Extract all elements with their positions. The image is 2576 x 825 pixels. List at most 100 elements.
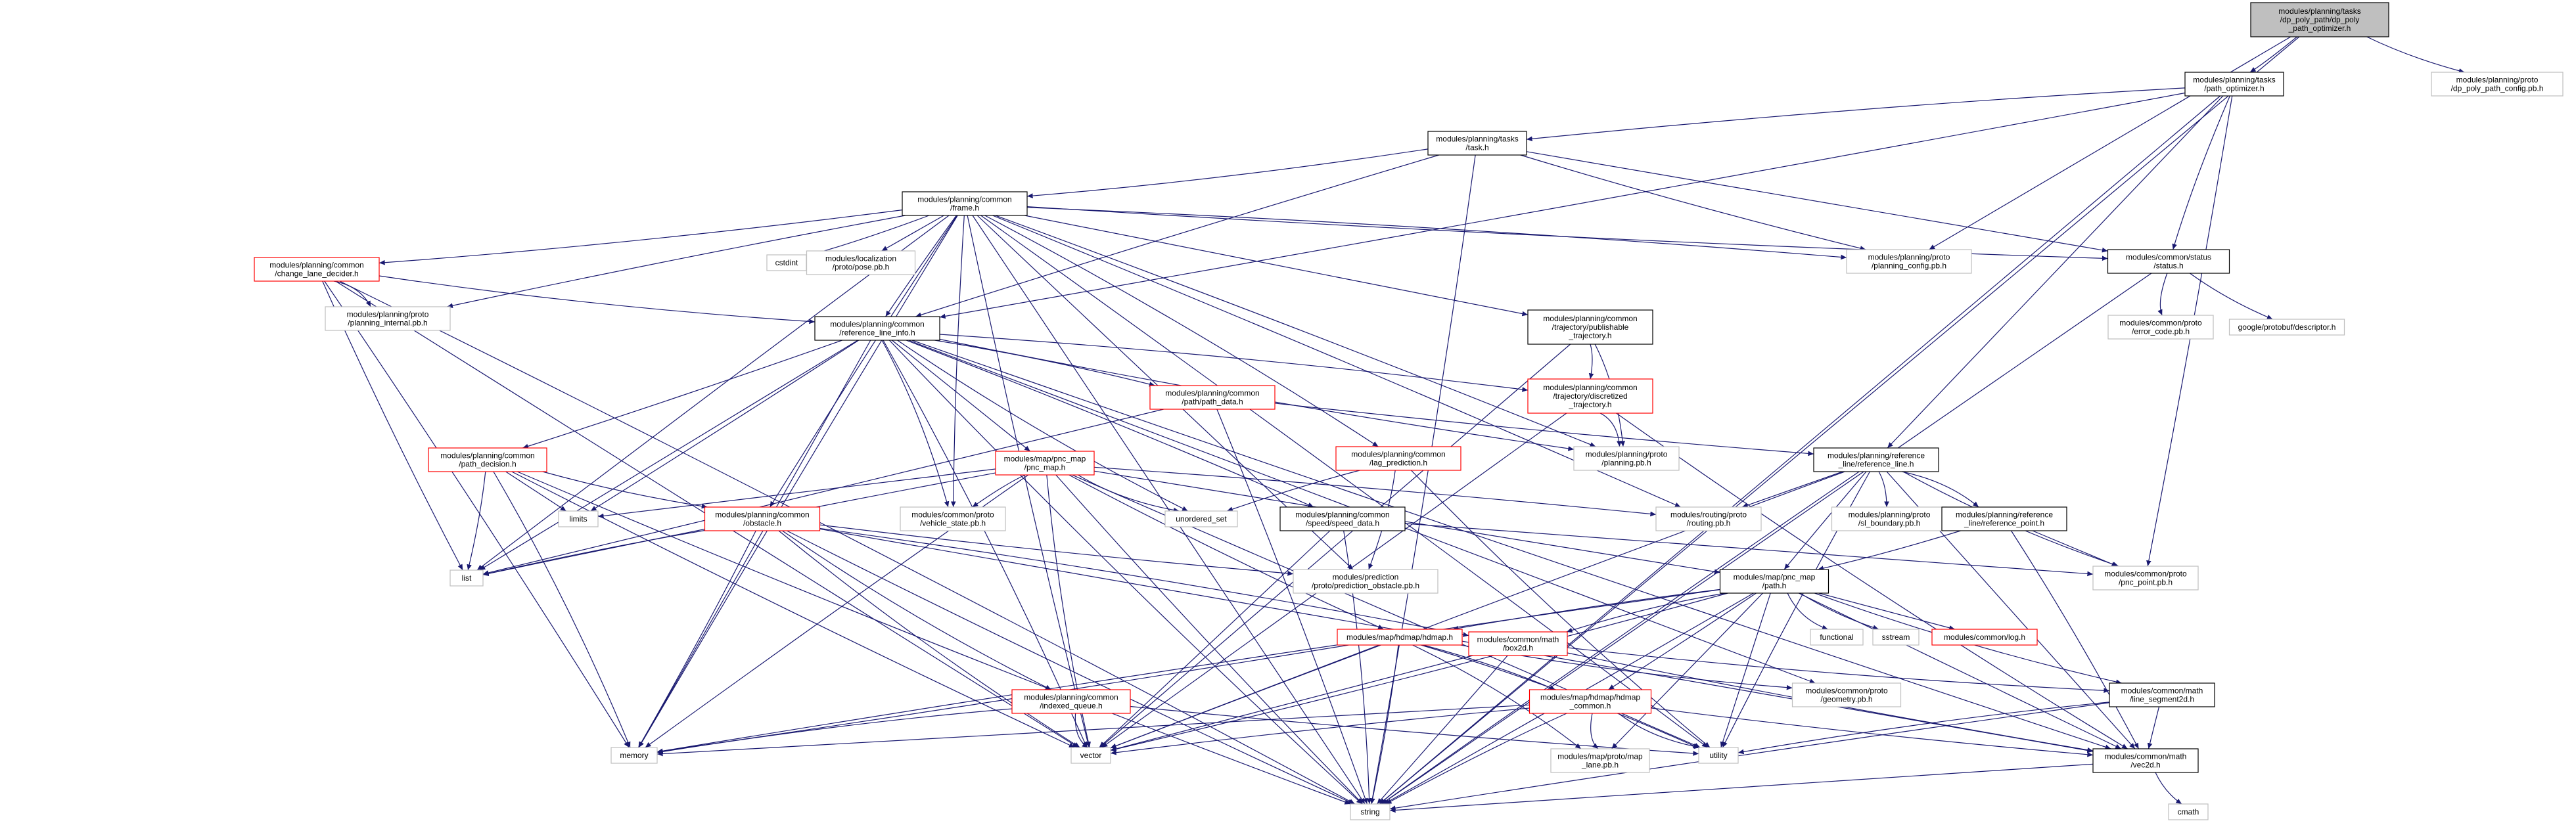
- node-cstdint[interactable]: cstdint: [766, 254, 807, 271]
- node-error-code[interactable]: modules/common/proto/error_code.pb.h: [2107, 315, 2214, 340]
- node-pnc-point[interactable]: modules/common/proto/pnc_point.pb.h: [2092, 566, 2199, 591]
- node-limits[interactable]: limits: [558, 510, 599, 527]
- node-box: [1550, 748, 1650, 773]
- node-lag-prediction[interactable]: modules/planning/common/lag_prediction.h: [1335, 446, 1461, 471]
- nodes-layer: modules/planning/tasks/dp_poly_path/dp_p…: [254, 2, 2564, 820]
- node-label: modules/planning/tasks: [1436, 135, 1518, 144]
- node-label: /obstacle.h: [743, 519, 781, 528]
- node-status[interactable]: modules/common/status/status.h: [2107, 249, 2230, 274]
- dependency-edge: [888, 340, 1363, 805]
- node-label: modules/common/log.h: [1944, 633, 2025, 642]
- edges-layer: [322, 36, 2465, 813]
- node-label: /proto/prediction_obstacle.pb.h: [1312, 581, 1419, 591]
- node-prediction-obstacle[interactable]: modules/prediction/proto/prediction_obst…: [1293, 569, 1438, 594]
- node-label: memory: [620, 751, 648, 760]
- node-vehicle-state[interactable]: modules/common/proto/vehicle_state.pb.h: [900, 506, 1006, 531]
- dependency-edge: [1093, 466, 1657, 517]
- node-label: /proto/pose.pb.h: [833, 263, 890, 272]
- node-hdmap-common[interactable]: modules/map/hdmap/hdmap_common.h: [1529, 689, 1652, 714]
- node-path-data[interactable]: modules/planning/common/path/path_data.h: [1149, 385, 1276, 410]
- node-path-h[interactable]: modules/map/pnc_map/path.h: [1719, 569, 1829, 594]
- node-line-segment2d[interactable]: modules/common/math/line_segment2d.h: [2109, 682, 2215, 707]
- node-obstacle[interactable]: modules/planning/common/obstacle.h: [704, 506, 821, 531]
- node-map-lane[interactable]: modules/map/proto/map_lane.pb.h: [1550, 748, 1650, 773]
- dependency-edge: [939, 92, 2186, 319]
- node-frame[interactable]: modules/planning/common/frame.h: [902, 191, 1028, 216]
- node-utility[interactable]: utility: [1698, 747, 1739, 764]
- dependency-edge: [939, 334, 1529, 392]
- node-label: cmath: [2178, 807, 2199, 816]
- node-geometry-pb[interactable]: modules/common/proto/geometry.pb.h: [1791, 682, 1902, 707]
- dependency-edge: [1787, 592, 1828, 630]
- node-label: /status.h: [2153, 261, 2183, 271]
- node-list[interactable]: list: [449, 569, 484, 587]
- node-dp-poly-path-config[interactable]: modules/planning/proto/dp_poly_path_conf…: [2431, 72, 2564, 97]
- node-unordered-set[interactable]: unordered_set: [1164, 510, 1238, 527]
- node-indexed-queue[interactable]: modules/planning/common/indexed_queue.h: [1011, 689, 1131, 714]
- node-sstream[interactable]: sstream: [1872, 629, 1920, 646]
- node-planning-pb[interactable]: modules/planning/proto/planning.pb.h: [1573, 446, 1680, 471]
- node-label: modules/planning/common: [1024, 693, 1118, 702]
- node-cmath[interactable]: cmath: [2168, 803, 2209, 820]
- dependency-edge: [1110, 707, 1530, 755]
- node-memory[interactable]: memory: [610, 747, 658, 764]
- dependency-edge: [885, 215, 957, 317]
- node-box: [1529, 689, 1652, 714]
- node-loc-pose[interactable]: modules/localization/proto/pose.pb.h: [806, 250, 916, 275]
- node-hdmap[interactable]: modules/map/hdmap/hdmap.h: [1337, 629, 1463, 646]
- node-box: [1350, 803, 1391, 820]
- node-planning-internal[interactable]: modules/planning/proto/planning_internal…: [325, 306, 451, 331]
- dependency-edge: [1608, 592, 1757, 690]
- node-reference-line[interactable]: modules/planning/reference_line/referenc…: [1813, 447, 1939, 472]
- node-log[interactable]: modules/common/log.h: [1931, 629, 2038, 646]
- node-path-optimizer[interactable]: modules/planning/tasks/path_optimizer.h: [2184, 72, 2284, 97]
- node-box: [1293, 569, 1438, 594]
- node-vector[interactable]: vector: [1070, 747, 1111, 764]
- node-functional[interactable]: functional: [1810, 629, 1864, 646]
- dependency-edge: [1901, 471, 1979, 508]
- dependency-edge: [1590, 713, 1599, 749]
- node-pnc-map[interactable]: modules/map/pnc_map/pnc_map.h: [995, 451, 1095, 476]
- node-label: modules/planning/common: [269, 261, 363, 270]
- node-vec2d[interactable]: modules/common/math/vec2d.h: [2092, 748, 2199, 773]
- node-routing-pb[interactable]: modules/routing/proto/routing.pb.h: [1655, 506, 1762, 531]
- node-box: [449, 569, 484, 587]
- node-box: [900, 506, 1006, 531]
- node-box: [1279, 506, 1406, 531]
- node-planning-config[interactable]: modules/planning/proto/planning_config.p…: [1846, 249, 1972, 274]
- node-label: sstream: [1882, 633, 1910, 642]
- node-label: /planning_internal.pb.h: [348, 319, 427, 328]
- dependency-edge: [1370, 644, 1399, 805]
- dependency-edge: [1588, 344, 1594, 380]
- dependency-edge: [1099, 530, 1331, 748]
- node-change-lane[interactable]: modules/planning/common/change_lane_deci…: [254, 257, 380, 282]
- node-path-decision[interactable]: modules/planning/common/path_decision.h: [428, 447, 547, 472]
- dependency-edge: [1379, 36, 2300, 805]
- dependency-edge: [638, 215, 958, 748]
- dependency-edge: [1452, 589, 1720, 631]
- dependency-edge: [656, 589, 1720, 754]
- node-label: /path.h: [1762, 581, 1787, 591]
- dependency-edge: [590, 340, 860, 512]
- node-label: modules/common/proto: [911, 510, 994, 520]
- node-task[interactable]: modules/planning/tasks/task.h: [1427, 131, 1527, 156]
- node-label: modules/common/proto: [2104, 569, 2187, 579]
- node-ref-line-info[interactable]: modules/planning/common/reference_line_i…: [814, 316, 940, 341]
- dependency-edge: [1343, 530, 1372, 805]
- node-label: modules/planning/common: [715, 510, 809, 520]
- node-label: string: [1360, 807, 1379, 816]
- node-box: [2228, 319, 2345, 336]
- node-string[interactable]: string: [1350, 803, 1391, 820]
- dependency-edge: [656, 704, 1530, 757]
- node-publishable[interactable]: modules/planning/common/trajectory/publi…: [1527, 309, 1653, 345]
- dependency-edge: [787, 530, 1354, 805]
- node-label: modules/planning/tasks: [2278, 7, 2360, 16]
- node-discretized[interactable]: modules/planning/common/trajectory/discr…: [1527, 378, 1653, 414]
- node-box: [814, 316, 940, 341]
- dependency-edge: [656, 644, 1349, 754]
- node-box2d[interactable]: modules/common/math/box2d.h: [1468, 631, 1568, 656]
- node-ref-point[interactable]: modules/planning/reference_line/referenc…: [1941, 506, 2067, 531]
- node-speed-data[interactable]: modules/planning/common/speed/speed_data…: [1279, 506, 1406, 531]
- node-sl-boundary[interactable]: modules/planning/proto/sl_boundary.pb.h: [1831, 506, 1948, 531]
- node-descriptor[interactable]: google/protobuf/descriptor.h: [2228, 319, 2345, 336]
